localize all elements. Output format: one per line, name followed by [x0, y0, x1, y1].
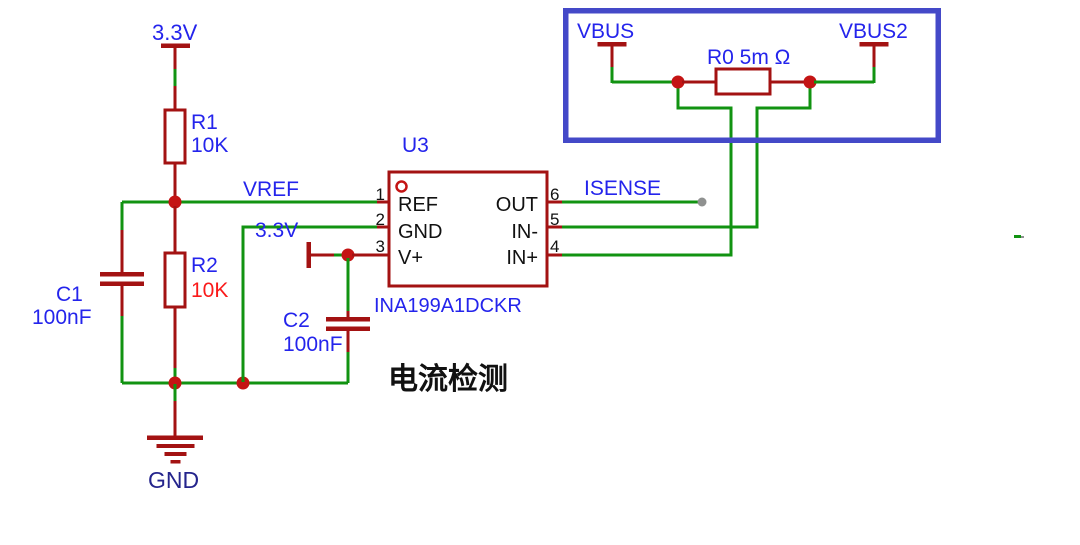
power-bar-icon: [306, 242, 311, 268]
power-bar-icon: [161, 43, 190, 48]
net-label-3v3-u3: 3.3V: [255, 219, 298, 242]
schematic-title: 电流检测: [388, 362, 508, 396]
power-bar-icon: [859, 42, 889, 47]
r1-refdes: R1: [191, 111, 218, 134]
net-label-vbus2: VBUS2: [839, 20, 908, 43]
net-label-vref: VREF: [243, 178, 299, 201]
net-label-gnd: GND: [148, 467, 199, 493]
junction-dot: [168, 195, 182, 209]
open-wire-end-dot: [697, 197, 707, 207]
gnd-bar: [147, 435, 203, 440]
gnd-bar: [170, 460, 181, 464]
c2-plate: [326, 317, 370, 322]
u3-body: [387, 170, 549, 288]
power-flag-3v3-top: 3.3V: [152, 20, 198, 110]
net-label-vbus: VBUS: [577, 20, 634, 43]
highlight-rectangle: [563, 8, 941, 143]
c1-plate: [100, 281, 144, 286]
c2-value: 100nF: [283, 333, 343, 356]
junction-dot: [803, 75, 817, 89]
resistor-r1: R1 10K: [163, 108, 228, 201]
c1-value: 100nF: [32, 306, 92, 329]
ic-u3: U3 REF GND V+ OUT IN- IN+ 1 2 3 6 5 4 IN…: [374, 134, 562, 317]
wire-in-plus: [562, 84, 733, 257]
r0-label: R0 5m Ω: [707, 46, 790, 69]
u3-pin-name-out: OUT: [496, 194, 538, 216]
net-gnd: GND: [122, 376, 348, 493]
pin1-indicator-icon: [395, 180, 408, 193]
junction-dot: [671, 75, 685, 89]
net-label-isense: ISENSE: [584, 177, 661, 200]
u3-pin-number-2: 2: [376, 210, 385, 229]
capacitor-c2: C2 100nF: [283, 258, 370, 383]
u3-refdes: U3: [402, 134, 429, 157]
stray-wire-stub-end: [1021, 236, 1024, 238]
r1-value: 10K: [191, 134, 228, 157]
power-bar-icon: [597, 42, 627, 47]
wire-in-minus: [562, 84, 812, 229]
c1-refdes: C1: [56, 283, 83, 306]
gnd-bar: [156, 444, 195, 448]
c2-refdes: C2: [283, 309, 310, 332]
u3-pin-name-inminus: IN-: [511, 221, 538, 243]
ground-symbol-icon: [147, 435, 203, 464]
wire-segment: [241, 225, 377, 382]
r2-value: 10K: [191, 279, 228, 302]
u3-pin-name-gnd: GND: [398, 221, 442, 243]
junction-dot: [236, 376, 250, 390]
gnd-bar: [164, 452, 187, 456]
net-isense: ISENSE: [562, 177, 707, 207]
junction-dot: [341, 248, 355, 262]
resistor-r2: R2 10K: [163, 206, 228, 382]
c1-plate: [100, 272, 144, 277]
c2-plate: [326, 326, 370, 331]
stray-wire-stub: [1014, 235, 1021, 238]
u3-part-number: INA199A1DCKR: [374, 295, 522, 317]
shunt-highlight-box: VBUS R0 5m Ω VBUS2: [563, 8, 941, 143]
net-vref: VREF: [122, 178, 390, 209]
r1-body: [163, 108, 187, 165]
u3-pin-number-6: 6: [550, 185, 559, 204]
u3-pin-number-4: 4: [550, 237, 559, 256]
u3-pin-name-vplus: V+: [398, 247, 423, 269]
u3-pin-number-1: 1: [376, 185, 385, 204]
u3-pin-name-inplus: IN+: [506, 247, 538, 269]
u3-pin-name-ref: REF: [398, 194, 438, 216]
u3-pin-number-3: 3: [376, 237, 385, 256]
net-u3-gnd-wire: [241, 225, 390, 382]
net-label-3v3-top: 3.3V: [152, 20, 198, 45]
power-flag-3v3-u3: 3.3V: [255, 219, 390, 268]
r2-body: [163, 251, 187, 309]
junction-dot: [168, 376, 182, 390]
r0-body: [714, 67, 772, 96]
u3-pin-number-5: 5: [550, 210, 559, 229]
capacitor-c1: C1 100nF: [32, 202, 144, 383]
r2-refdes: R2: [191, 254, 218, 277]
